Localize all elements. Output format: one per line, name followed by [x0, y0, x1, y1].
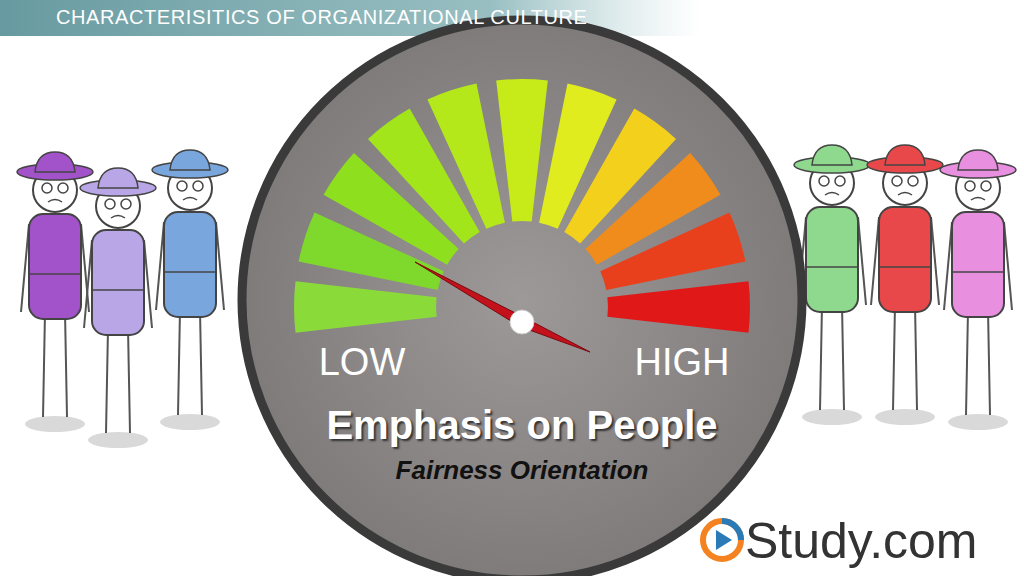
scale-label-wrap: LOW [277, 341, 447, 384]
gauge-subheading-wrap: Fairness Orientation [297, 455, 747, 486]
header-title: CHARACTERISITICS OF ORGANIZATIONAL CULTU… [56, 6, 588, 29]
person-figure [152, 150, 228, 430]
gauge-needle [415, 262, 590, 352]
gauge-heading: Emphasis on People [326, 403, 717, 448]
gauge-segment [607, 281, 750, 333]
gauge-segment [427, 84, 505, 229]
scale-label-wrap: HIGH [597, 341, 767, 384]
gauge-subheading: Fairness Orientation [396, 455, 649, 486]
logo-panel [680, 505, 1024, 576]
logo-icon [703, 521, 741, 559]
scale-label: LOW [319, 341, 406, 384]
logo-icon [716, 530, 732, 550]
header-title-wrap: CHARACTERISITICS OF ORGANIZATIONAL CULTU… [56, 6, 696, 29]
gauge-heading-wrap: Emphasis on People [257, 403, 787, 448]
gauge-segment [600, 212, 745, 290]
person-figure [867, 145, 943, 425]
gauge-segment [496, 79, 548, 222]
gauge-dial: LOW HIGH Emphasis on PeopleFairness Orient… [237, 15, 807, 576]
dial-face [242, 20, 802, 576]
person-figure [80, 168, 156, 448]
gauge-shape [237, 15, 807, 576]
scale-label: HIGH [635, 341, 730, 384]
needle-hub [510, 310, 534, 334]
watermark: Study.com [745, 512, 978, 570]
gauge-segment [294, 281, 437, 333]
person-figure [17, 152, 93, 432]
watermark-wrap: Study.com [745, 512, 1020, 570]
person-figure [940, 150, 1016, 430]
